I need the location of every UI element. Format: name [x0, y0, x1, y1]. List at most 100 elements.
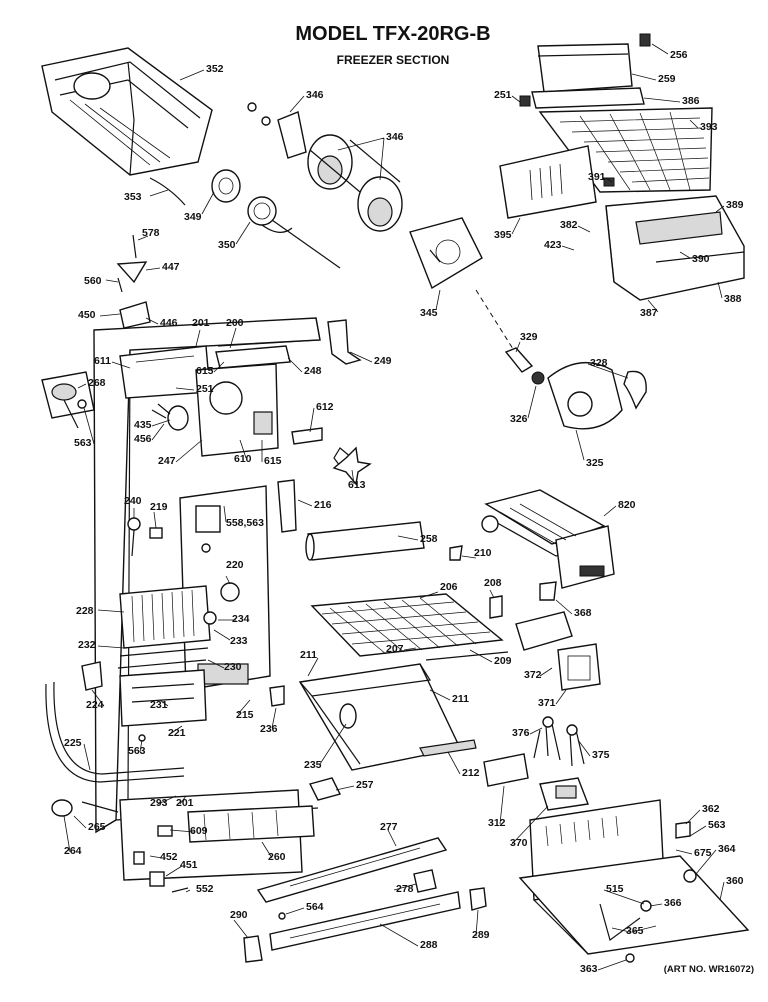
callout-268: 268 [88, 377, 106, 389]
callout-447: 447 [162, 261, 180, 273]
callout-578: 578 [142, 227, 160, 239]
callout-249: 249 [374, 355, 392, 367]
callout-371: 371 [538, 697, 556, 709]
callout-362: 362 [702, 803, 720, 815]
callout-224: 224 [86, 699, 104, 711]
callout-349: 349 [184, 211, 202, 223]
switch-assembly-drawing [41, 371, 95, 429]
callout-393: 393 [700, 121, 718, 133]
callout-610: 610 [234, 453, 252, 465]
motor-bracket-drawing [409, 217, 521, 361]
callout-364: 364 [718, 843, 736, 855]
callout-289: 289 [472, 929, 490, 941]
callout-256: 256 [670, 49, 688, 61]
callout-290: 290 [230, 909, 248, 921]
callout-228: 228 [76, 605, 94, 617]
callout-221: 221 [168, 727, 186, 739]
callout-258: 258 [420, 533, 438, 545]
callout-235: 235 [304, 759, 322, 771]
callout-329: 329 [520, 331, 538, 343]
drain-pan-drawing [51, 777, 342, 893]
callout-231: 231 [150, 699, 168, 711]
callout-446: 446 [160, 317, 178, 329]
callout-560: 560 [84, 275, 102, 287]
callout-452: 452 [160, 851, 178, 863]
callout-820: 820 [618, 499, 636, 511]
callout-346b: 346 [386, 131, 404, 143]
callout-233: 233 [230, 635, 248, 647]
callout-288: 288 [420, 939, 438, 951]
callout-363: 363 [580, 963, 598, 975]
callout-219: 219 [150, 501, 168, 513]
callout-215: 215 [236, 709, 254, 721]
callout-220: 220 [226, 559, 244, 571]
callout-368: 368 [574, 607, 592, 619]
callout-207: 207 [386, 643, 404, 655]
callout-211a: 211 [300, 649, 317, 661]
callout-248: 248 [304, 365, 322, 377]
ice-bucket-drawing [41, 47, 213, 206]
art-number: (ART NO. WR16072) [664, 964, 754, 975]
diagram-title: MODEL TFX-20RG-B [295, 23, 490, 45]
callout-345: 345 [420, 307, 438, 319]
drain-heater-drawing [45, 661, 185, 783]
dispenser-parts-drawing [515, 611, 601, 767]
part-callout-labels: 352 346 346 353 349 350 578 447 560 450 … [64, 49, 744, 975]
callout-251a: 251 [494, 89, 512, 101]
callout-264: 264 [64, 845, 82, 857]
callout-212: 212 [462, 767, 480, 779]
callout-366: 366 [664, 897, 682, 909]
callout-435: 435 [134, 419, 152, 431]
ice-maker-drawing [449, 489, 615, 619]
auger-parts-drawing [211, 169, 341, 269]
callout-563a: 563 [74, 437, 92, 449]
fan-motor-drawing [504, 347, 647, 430]
callout-615a: 615 [196, 365, 214, 377]
callout-456: 456 [134, 433, 152, 445]
callout-395: 395 [494, 229, 512, 241]
callout-208: 208 [484, 577, 502, 589]
ice-storage-bin-drawing [269, 663, 477, 771]
callout-611: 611 [94, 355, 111, 367]
callout-423: 423 [544, 239, 562, 251]
evaporator-cover-drawing [499, 145, 745, 301]
callout-382: 382 [560, 219, 578, 231]
callout-260: 260 [268, 851, 286, 863]
callout-216: 216 [314, 499, 332, 511]
callout-564: 564 [306, 901, 324, 913]
callout-558: 558,563 [226, 517, 264, 529]
callout-552: 552 [196, 883, 214, 895]
callout-257: 257 [356, 779, 374, 791]
callout-350: 350 [218, 239, 236, 251]
callout-389: 389 [726, 199, 744, 211]
callout-451: 451 [180, 859, 198, 871]
callout-247: 247 [158, 455, 176, 467]
callout-265: 265 [88, 821, 106, 833]
callout-312: 312 [488, 817, 506, 829]
callout-387: 387 [640, 307, 658, 319]
leader-lines [63, 43, 725, 971]
callout-675: 675 [694, 847, 712, 859]
callout-515: 515 [606, 883, 624, 895]
callout-236: 236 [260, 723, 278, 735]
callout-450: 450 [78, 309, 96, 321]
callout-613: 613 [348, 479, 366, 491]
callout-391: 391 [588, 171, 606, 183]
callout-563b: 563 [128, 745, 146, 757]
callout-615b: 615 [264, 455, 282, 467]
callout-609: 609 [190, 825, 208, 837]
callout-326: 326 [510, 413, 528, 425]
callout-200: 200 [226, 317, 244, 329]
callout-225: 225 [64, 737, 82, 749]
callout-259: 259 [658, 73, 676, 85]
callout-201b: 201 [176, 797, 194, 809]
callout-563c: 563 [708, 819, 726, 831]
callout-612: 612 [316, 401, 334, 413]
callout-390: 390 [692, 253, 710, 265]
callout-386: 386 [682, 95, 700, 107]
callout-360: 360 [726, 875, 744, 887]
dispenser-drum-drawing [247, 102, 403, 232]
callout-346a: 346 [306, 89, 324, 101]
callout-328: 328 [590, 357, 608, 369]
callout-232: 232 [78, 639, 96, 651]
